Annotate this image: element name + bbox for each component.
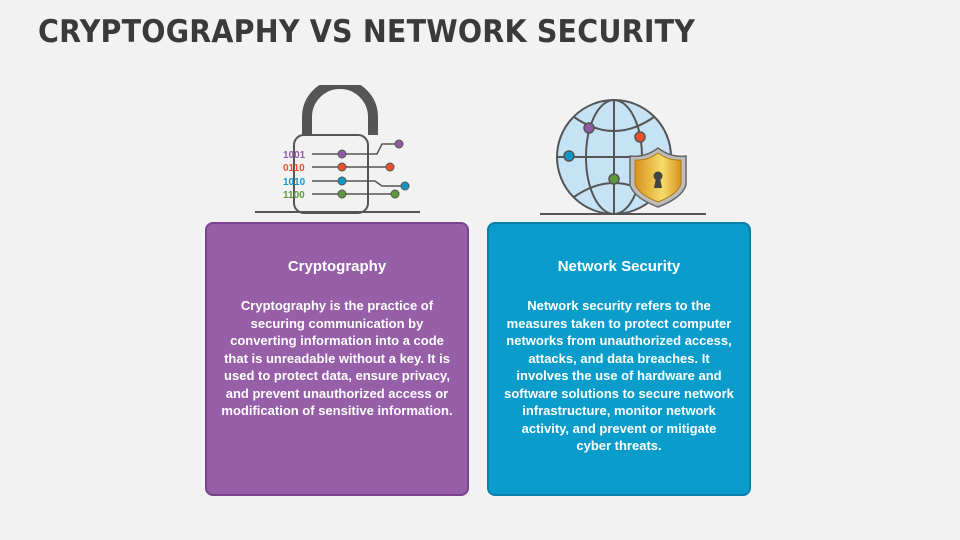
- card-heading: Network Security: [557, 258, 681, 275]
- card-heading: Cryptography: [287, 258, 387, 275]
- code-0110: 0110: [283, 163, 305, 174]
- cryptography-card: Cryptography Cryptography is the practic…: [205, 222, 469, 496]
- network-security-card: Network Security Network security refers…: [487, 222, 751, 496]
- card-body: Network security refers to the measures …: [504, 298, 734, 453]
- code-1010: 1010: [283, 177, 306, 188]
- globe-shield-icon: [540, 99, 706, 215]
- page-title: CRYPTOGRAPHY VS NETWORK SECURITY: [38, 14, 696, 50]
- code-1001: 1001: [283, 150, 306, 161]
- card-body: Cryptography is the practice of securing…: [221, 298, 453, 418]
- code-1100: 1100: [283, 190, 305, 201]
- padlock-icon: 1001 0110 1010 1100: [255, 85, 420, 214]
